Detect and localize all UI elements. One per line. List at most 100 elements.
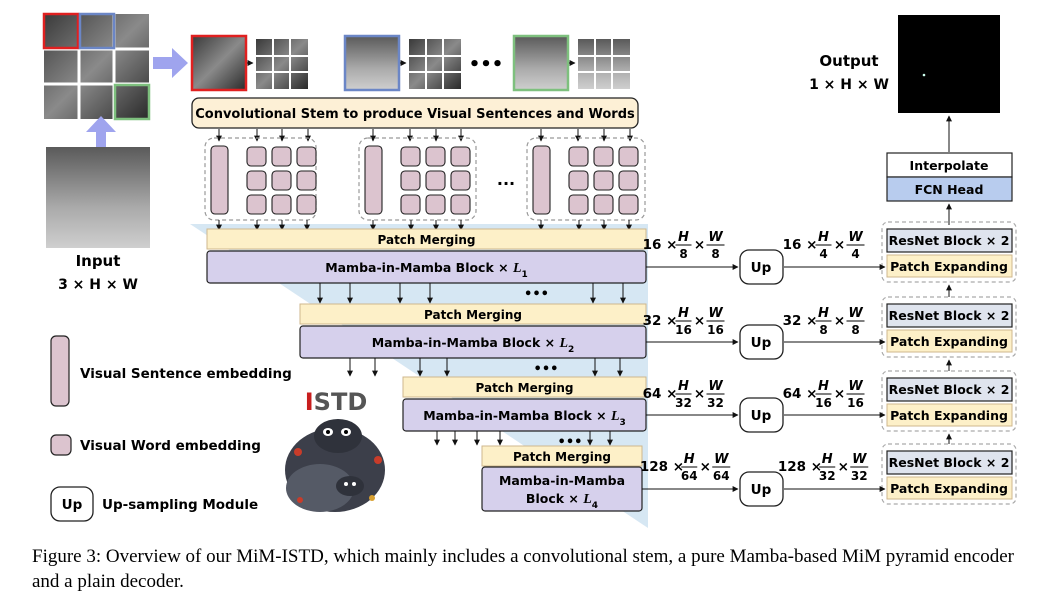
visual-word-embedding — [593, 194, 614, 215]
resnet-block-box — [886, 377, 1013, 402]
visual-word-embedding — [618, 194, 639, 215]
svg-text:32: 32 — [707, 396, 724, 410]
visual-word-embedding — [271, 146, 292, 167]
up-sampling-module — [739, 249, 784, 285]
svg-text:W: W — [848, 230, 863, 245]
svg-text:×: × — [834, 386, 845, 402]
svg-text:64: 64 — [681, 469, 698, 483]
svg-text:×: × — [838, 459, 849, 475]
patch-expanding-box — [886, 403, 1013, 427]
encoder-dims-label: 32 ×H16×W16 — [643, 306, 725, 337]
svg-text:16 ×: 16 × — [783, 237, 818, 253]
embedding-ellipsis: ... — [497, 170, 515, 189]
visual-word-embedding — [400, 194, 421, 215]
embedding-groups — [204, 137, 646, 231]
svg-text:8: 8 — [851, 323, 859, 337]
mim-block-label-line1: Mamba-in-Mamba — [499, 473, 625, 488]
visual-word-embedding — [425, 194, 446, 215]
resnet-block-label: ResNet Block × 2 — [889, 455, 1010, 470]
svg-text:32 ×: 32 × — [643, 313, 678, 329]
visual-word-embedding — [593, 170, 614, 191]
resnet-block-label: ResNet Block × 2 — [889, 308, 1010, 323]
visual-word-embedding — [246, 194, 267, 215]
svg-text:×: × — [700, 459, 711, 475]
up-label: Up — [751, 260, 772, 276]
visual-word-embedding — [296, 146, 317, 167]
resnet-block-box — [886, 228, 1013, 253]
visual-word-embedding — [450, 194, 471, 215]
up-sampling-module — [739, 324, 784, 360]
visual-word-embedding — [593, 146, 614, 167]
visual-word-embedding — [400, 170, 421, 191]
svg-text:4: 4 — [819, 247, 827, 261]
stage-ellipsis: ••• — [524, 287, 549, 302]
svg-text:32: 32 — [675, 396, 692, 410]
svg-text:16: 16 — [815, 396, 832, 410]
legend-word-label: Visual Word embedding — [80, 438, 261, 454]
svg-text:W: W — [708, 230, 723, 245]
visual-sentence-embedding — [532, 145, 551, 215]
svg-text:128 ×: 128 × — [778, 459, 822, 475]
visual-word-embedding — [618, 170, 639, 191]
visual-word-embedding — [425, 146, 446, 167]
visual-word-embedding — [568, 146, 589, 167]
logo-text: ISTD — [305, 388, 368, 416]
decoder-dims-label: 32 ×H8×W8 — [783, 306, 865, 337]
patch-expanding-label: Patch Expanding — [890, 259, 1008, 274]
svg-text:H: H — [678, 379, 689, 394]
output-target-dot — [922, 73, 926, 77]
patch-group-3 — [512, 34, 630, 92]
decoder-dims-label: 128 ×H32×W32 — [778, 452, 869, 483]
legend-up-label: Up — [62, 497, 83, 513]
encoder-dims-label: 128 ×H64×W64 — [640, 452, 731, 483]
decoder-dims-label: 64 ×H16×W16 — [783, 379, 865, 410]
visual-word-embedding — [568, 170, 589, 191]
embedding-group-2 — [358, 137, 477, 231]
encoder-dims-label: 16 ×H8×W8 — [643, 230, 725, 261]
legend-sentence-label: Visual Sentence embedding — [80, 366, 292, 382]
top-ellipsis: ••• — [469, 54, 504, 75]
svg-text:8: 8 — [679, 247, 687, 261]
embedding-group-1 — [204, 137, 317, 231]
svg-text:W: W — [708, 306, 723, 321]
patch-expanding-label: Patch Expanding — [890, 481, 1008, 496]
svg-text:W: W — [848, 379, 863, 394]
svg-text:32: 32 — [851, 469, 868, 483]
arrow-right-icon — [153, 48, 188, 78]
visual-word-embedding — [450, 146, 471, 167]
svg-text:H: H — [678, 306, 689, 321]
up-sampling-module — [739, 471, 784, 507]
visual-word-embedding — [271, 194, 292, 215]
patch-group-1 — [190, 34, 308, 92]
visual-word-embedding — [296, 170, 317, 191]
legend-up-desc: Up-sampling Module — [102, 497, 258, 513]
svg-text:32: 32 — [819, 469, 836, 483]
interpolate-box — [886, 152, 1013, 178]
svg-text:W: W — [708, 379, 723, 394]
output-label: Output — [819, 52, 878, 70]
fcn-head-label: FCN Head — [915, 182, 984, 197]
visual-word-embedding — [450, 170, 471, 191]
svg-text:32 ×: 32 × — [783, 313, 818, 329]
embedding-group-3 — [526, 137, 646, 231]
svg-text:×: × — [834, 237, 845, 253]
svg-text:16: 16 — [675, 323, 692, 337]
patch-group-2 — [343, 34, 461, 92]
resnet-block-box — [886, 303, 1013, 328]
patch-merging-label: Patch Merging — [424, 308, 522, 322]
resnet-block-label: ResNet Block × 2 — [889, 382, 1010, 397]
svg-text:H: H — [678, 230, 689, 245]
legend-up-swatch — [50, 486, 94, 522]
visual-word-embedding — [246, 146, 267, 167]
patch-merging-label: Patch Merging — [476, 381, 574, 395]
resnet-block-label: ResNet Block × 2 — [889, 233, 1010, 248]
patch-expanding-box — [886, 476, 1013, 500]
output-dims: 1 × H × W — [809, 77, 889, 93]
svg-text:16: 16 — [847, 396, 864, 410]
up-label: Up — [751, 408, 772, 424]
